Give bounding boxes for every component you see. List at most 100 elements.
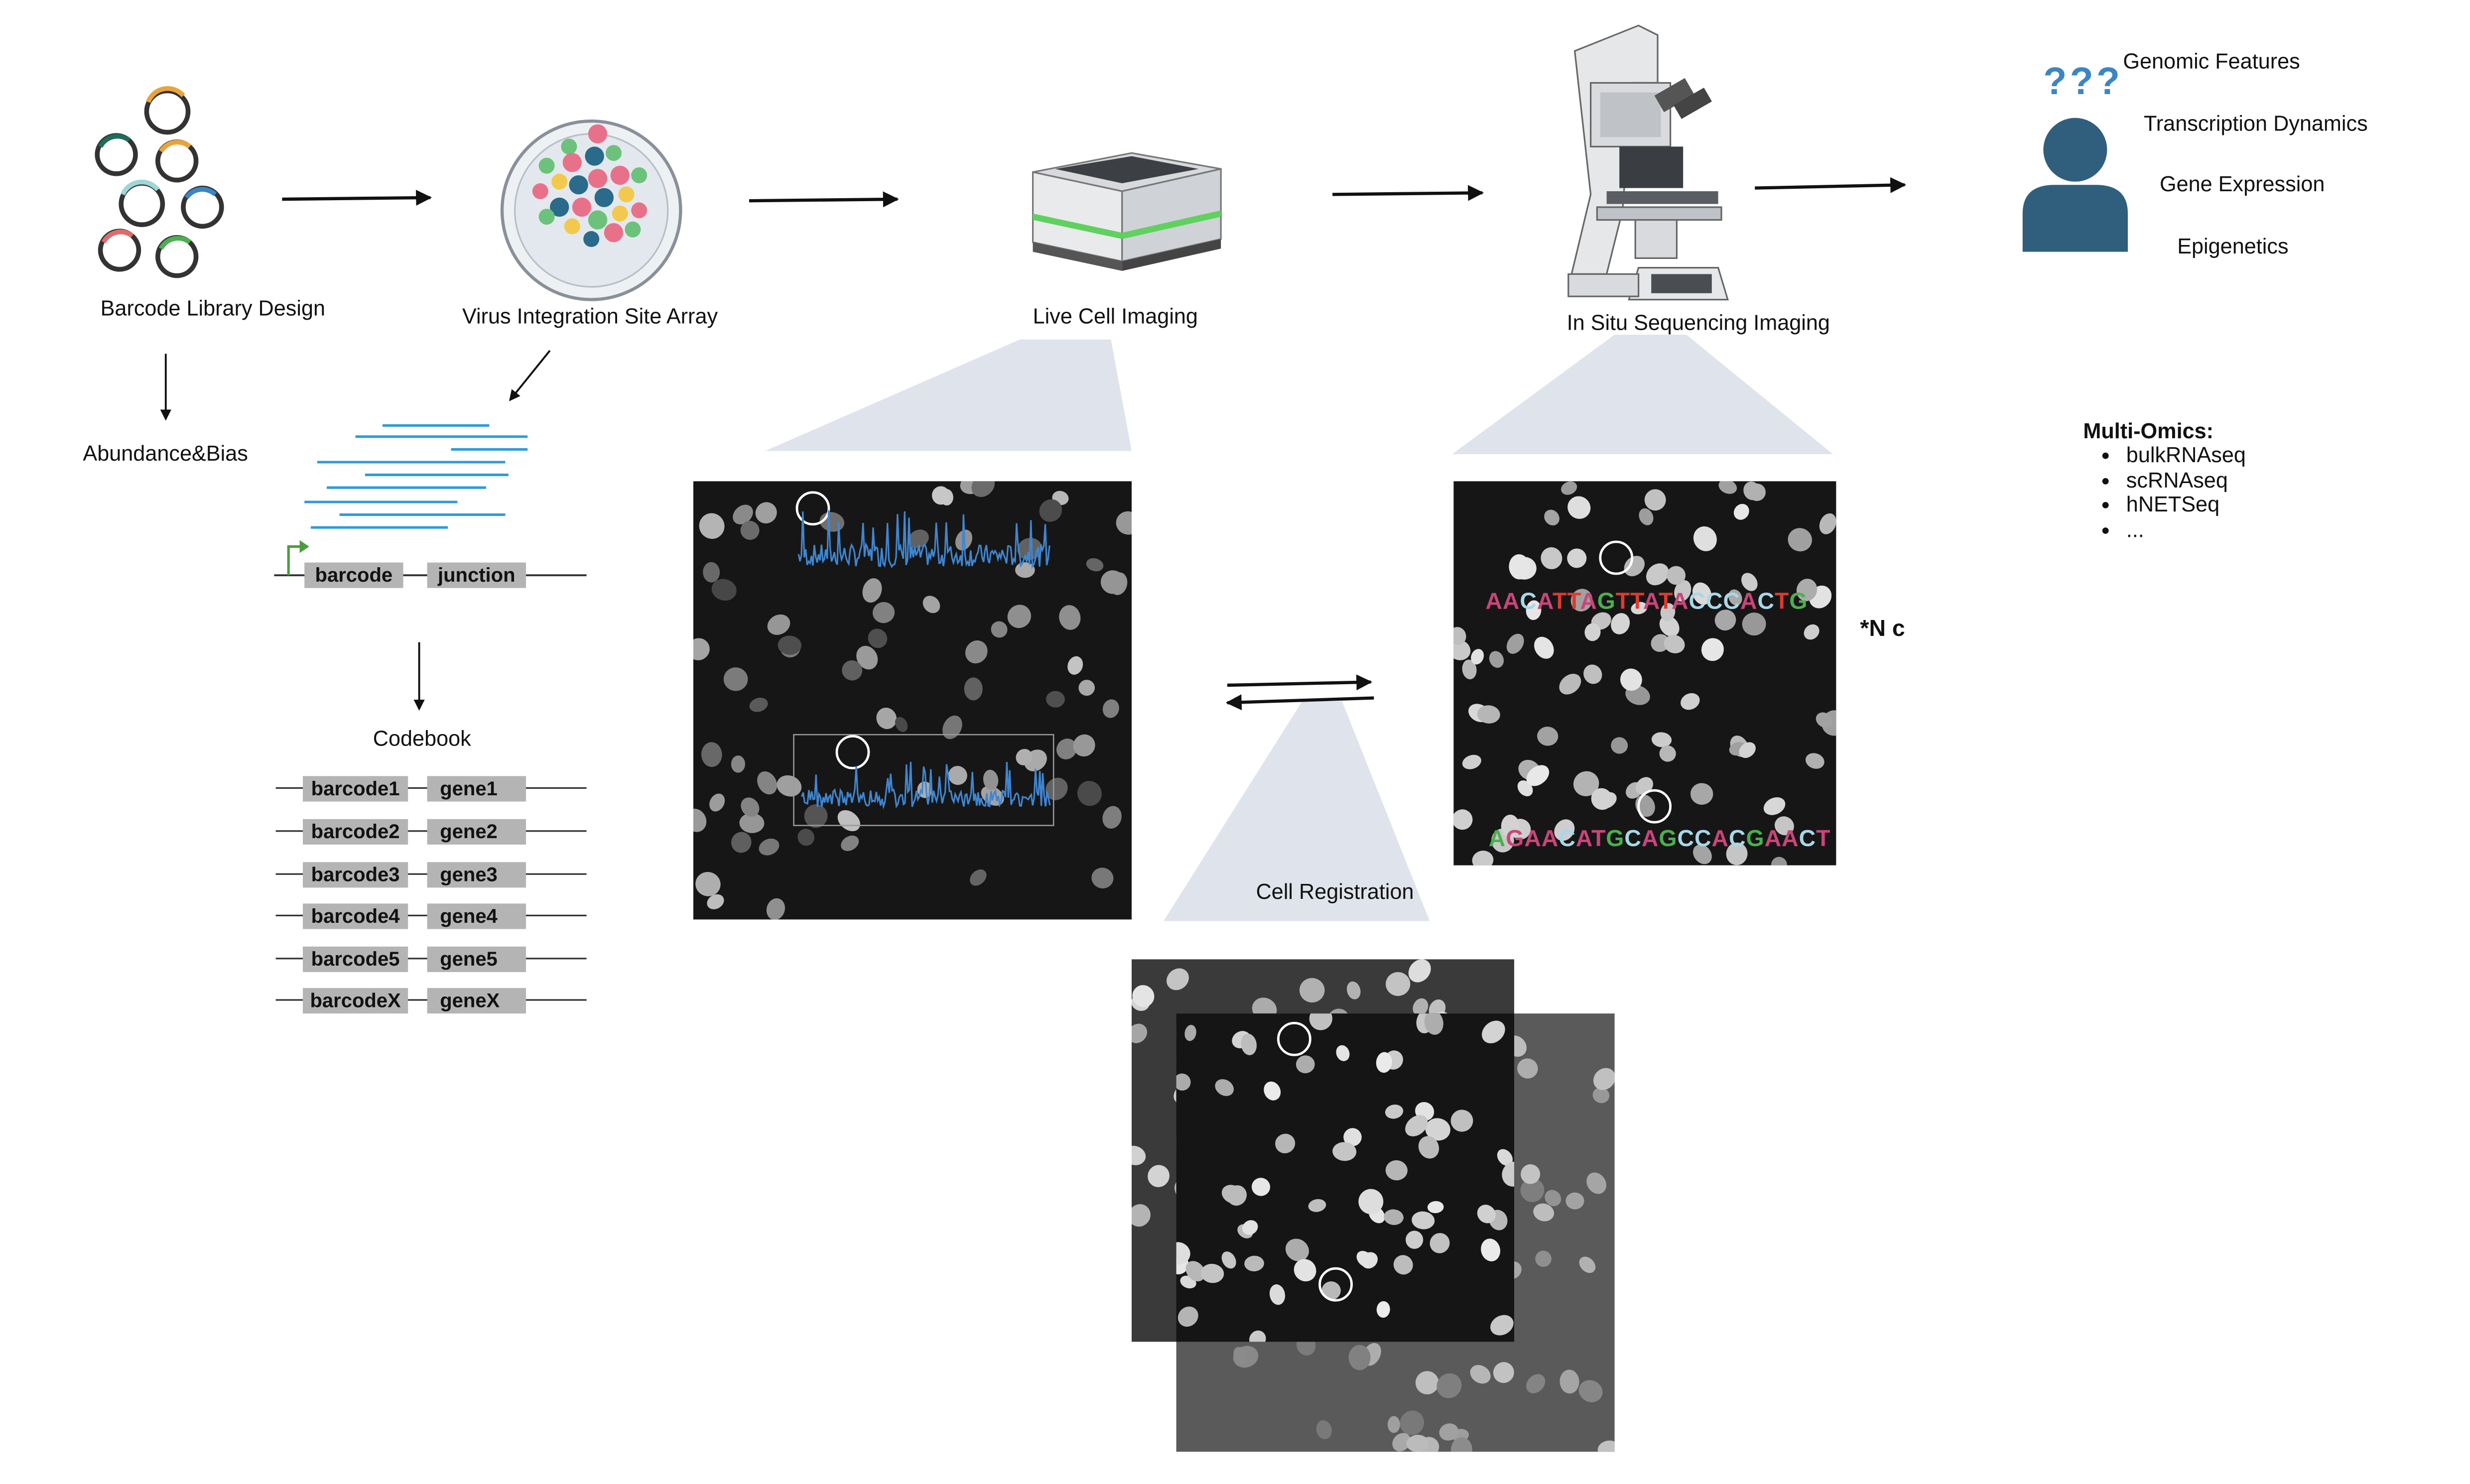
- cell-nucleus: [876, 708, 897, 730]
- cell-nucleus: [1690, 783, 1713, 805]
- cell-nucleus: [1620, 668, 1642, 691]
- cell-nucleus: [1221, 1251, 1236, 1269]
- cell-nucleus: [741, 797, 760, 817]
- cell-nucleus: [1591, 788, 1613, 810]
- cell-nucleus: [1249, 1330, 1266, 1342]
- cell-nucleus: [1804, 624, 1820, 640]
- cell-nucleus: [1526, 600, 1542, 620]
- sequence-base: A: [1764, 827, 1782, 853]
- cell-nucleus: [1184, 1025, 1196, 1041]
- cell-nucleus: [1597, 1440, 1615, 1452]
- sequence-base: A: [1580, 590, 1597, 616]
- cell-nucleus: [1086, 558, 1104, 572]
- cell-nucleus: [1102, 699, 1119, 718]
- cell-nucleus: [1176, 1242, 1190, 1265]
- cell-nucleus: [1763, 797, 1786, 815]
- multi-omics-list: Multi-Omics: bulkRNAseq scRNAseq hNETSeq…: [2083, 419, 2246, 542]
- sequence-base: T: [1591, 827, 1606, 853]
- cell-nucleus: [1393, 1255, 1413, 1275]
- cell-nucleus: [1477, 705, 1500, 724]
- cell-nucleus: [948, 766, 967, 785]
- sequence-base: T: [1775, 590, 1790, 616]
- cell-nucleus: [1667, 566, 1686, 585]
- cell-nucleus: [1453, 639, 1471, 660]
- cell-nucleus: [797, 829, 815, 846]
- sequence-base: C: [1624, 827, 1642, 853]
- sequence-base: C: [1694, 827, 1712, 853]
- cell-nucleus: [1559, 673, 1581, 695]
- cell-nucleus: [1100, 570, 1125, 594]
- cell-nucleus: [841, 835, 859, 851]
- cell-nucleus: [965, 640, 988, 664]
- cell-nucleus: [932, 486, 950, 505]
- petri-dish-icon: [500, 120, 682, 301]
- cell-nucleus: [1497, 1149, 1513, 1166]
- codebook-title: Codebook: [373, 727, 471, 751]
- cell-nucleus: [693, 638, 710, 660]
- cell-nucleus: [1728, 589, 1742, 606]
- cell-nucleus: [895, 717, 908, 732]
- sequence-base: A: [1782, 827, 1799, 853]
- cell-nucleus: [1132, 1023, 1148, 1043]
- cell-nucleus: [1714, 610, 1736, 631]
- cell-nucleus: [1316, 1420, 1332, 1440]
- cell-nucleus: [1264, 1081, 1281, 1101]
- cell-nucleus: [1045, 777, 1068, 800]
- tracked-cell-marker: [835, 735, 870, 769]
- cell-nucleus: [1646, 563, 1669, 586]
- cell-nucleus: [1573, 771, 1599, 796]
- live-cell-imager-icon: [1032, 152, 1222, 271]
- cell-nucleus: [739, 813, 765, 833]
- cell-nucleus: [1462, 754, 1481, 769]
- cell-nucleus: [1418, 1136, 1439, 1159]
- sequence-base: A: [1537, 590, 1553, 616]
- cell-nucleus: [1073, 734, 1095, 757]
- sequence-readout-top: AACATTAGTTATACCCACTG: [1485, 590, 1808, 615]
- trace-box: [793, 734, 1054, 826]
- insitu-image-panel: AACATTAGTTATACCCACTG AGAACATGCAGCCACGAAC…: [1453, 481, 1836, 866]
- cell-nucleus: [1077, 781, 1102, 806]
- sequence-base: A: [1541, 827, 1559, 853]
- construct-junction-box: junction: [427, 562, 526, 588]
- cell-nucleus: [1470, 1365, 1491, 1384]
- stage-label-virus: Virus Integration Site Array: [462, 304, 718, 329]
- codebook-barcode: barcode2: [303, 819, 408, 845]
- cell-nucleus: [766, 898, 785, 920]
- cell-nucleus: [1348, 1345, 1371, 1370]
- sequence-base: T: [1615, 590, 1631, 616]
- cell-nucleus: [1659, 745, 1676, 762]
- insitu-markers: [1599, 540, 1672, 824]
- cell-nucleus: [733, 504, 753, 525]
- cell-nucleus: [970, 869, 987, 886]
- cell-nucleus: [1664, 634, 1685, 653]
- cell-nucleus: [1299, 978, 1325, 1003]
- cell-nucleus: [695, 871, 721, 896]
- cell-nucleus: [1742, 613, 1766, 636]
- cell-nucleus: [1561, 481, 1577, 495]
- construct-barcode-box: barcode: [304, 562, 403, 588]
- cell-nucleus: [1336, 1045, 1350, 1061]
- cell-nucleus: [1385, 1160, 1408, 1181]
- cell-nucleus: [701, 742, 722, 767]
- cell-nucleus: [1819, 513, 1836, 534]
- cell-nucleus: [1412, 1211, 1435, 1230]
- cell-nucleus: [1346, 981, 1361, 999]
- cell-nucleus: [862, 578, 882, 603]
- cell-nucleus: [1039, 499, 1062, 522]
- cell-nucleus: [1693, 526, 1717, 551]
- cell-nucleus: [1490, 1315, 1514, 1336]
- sequence-base: C: [1689, 590, 1706, 616]
- cell-nucleus: [1701, 638, 1724, 661]
- intensity-traces: [793, 491, 1054, 826]
- cell-nucleus: [917, 781, 932, 798]
- cell-nucleus: [1392, 1433, 1411, 1452]
- cell-nucleus: [1743, 481, 1760, 500]
- codebook-barcode: barcode1: [303, 776, 408, 802]
- cell-nucleus: [703, 562, 720, 583]
- cell-nucleus: [1132, 1204, 1151, 1227]
- cell-nucleus: [731, 832, 752, 853]
- cell-nucleus: [1424, 1013, 1443, 1035]
- cell-nucleus: [1692, 844, 1712, 865]
- cell-nucleus: [707, 894, 724, 909]
- cell-nucleus: [1332, 1142, 1357, 1161]
